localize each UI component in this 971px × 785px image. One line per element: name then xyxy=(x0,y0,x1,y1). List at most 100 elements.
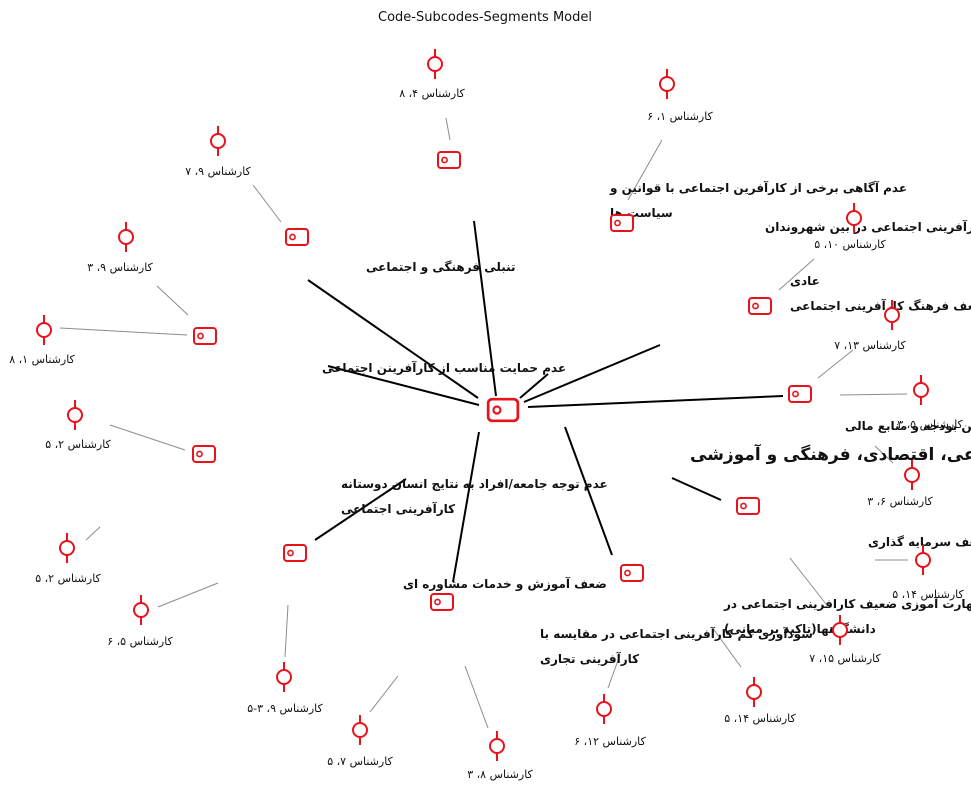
subcode-label: ضعف فرهنگ کارآفرینی اجتماعی xyxy=(790,298,971,313)
segment-pin-icon xyxy=(118,222,134,252)
subcode-label: عدم توجه جامعه/افراد به نتایج انسان دوست… xyxy=(341,477,608,492)
segment-pin-icon xyxy=(67,400,83,430)
subcode-label: عدم حمایت مناسب از کارآفرینن اجتماعی xyxy=(322,360,566,376)
subcode[interactable]: تامین بودجه و منابع مالی xyxy=(788,385,971,434)
segment-label: کارشناس ۲، ۵ xyxy=(45,438,111,451)
segment-connector-line xyxy=(59,327,188,336)
subcode-label: ضعف آموزش و خدمات مشاوره ای xyxy=(403,576,607,592)
segment-connector-line xyxy=(284,604,289,658)
segment-label: کارشناس ۲، ۵ xyxy=(35,572,101,585)
segment[interactable]: کارشناس ۱۵، ۷ xyxy=(809,615,882,665)
subcode[interactable]: ضعف آموزش و خدمات مشاوره ای xyxy=(283,544,607,592)
segment-connector-line xyxy=(109,424,186,451)
segment-connector-line xyxy=(369,675,399,713)
segment[interactable]: کارشناس ۸، ۳ xyxy=(467,731,534,781)
code-connector-line xyxy=(473,220,497,397)
segment-label: کارشناس ۹، ۳ xyxy=(87,261,153,274)
segment-connector-line xyxy=(252,184,282,223)
segment[interactable]: کارشناس ۱۲، ۶ xyxy=(574,694,647,748)
code-tag-icon xyxy=(748,297,772,315)
segment-label: کارشناس ۱۳، ۷ xyxy=(834,339,906,352)
segment-pin-icon xyxy=(352,715,368,745)
segment-connector-lines xyxy=(59,117,908,729)
subcode[interactable]: عدم توجه جامعه/افراد به نتایج انسان دوست… xyxy=(192,445,608,516)
code-tag-icon xyxy=(193,327,217,345)
segment[interactable]: کارشناس ۷، ۵ xyxy=(327,715,394,768)
diagram-title: Code-Subcodes-Segments Model xyxy=(378,10,592,25)
subcode-label: کمبود سرمایه اولیه و ضعف سرمایه گذاری xyxy=(868,535,971,550)
segment-pin-icon xyxy=(59,533,75,563)
segment-label: کارشناس ۸، ۳ xyxy=(467,768,533,781)
code-connector-line xyxy=(671,477,722,501)
subcode[interactable]: عدم حمایت مناسب از کارآفرینن اجتماعی xyxy=(193,327,566,376)
segment[interactable]: کارشناس ۲، ۵ xyxy=(45,400,112,451)
segment-connector-line xyxy=(874,445,894,464)
subcode-label: سودآوری کم کارآفرینی اجتماعی در مقایسه ب… xyxy=(540,626,813,642)
segment[interactable]: کارشناس ۹، ۳ xyxy=(87,222,154,274)
segment-pin-icon xyxy=(884,300,900,330)
segment-label: کارشناس ۹، ۷ xyxy=(185,165,251,178)
subcode-label: کارآفرینی اجتماعی xyxy=(341,501,455,516)
root-code[interactable]: آگاهی اجتماعی، اقتصادی، فرهنگی و آموزشی xyxy=(486,397,971,465)
segment-pin-icon xyxy=(913,375,929,405)
code-connector-line xyxy=(452,431,480,583)
segment-pin-icon xyxy=(832,615,848,645)
segment[interactable]: کارشناس ۵، ۶ xyxy=(107,595,174,648)
subcode[interactable]: ناشناخته بودن کارآفرینی اجتماعی در بین ش… xyxy=(610,214,971,235)
code-tag-icon xyxy=(610,214,634,232)
segment-label: کارشناس ۱۲، ۶ xyxy=(574,735,646,748)
code-tag-icon xyxy=(283,544,307,562)
segment-pin-icon xyxy=(276,662,292,692)
segment[interactable]: کارشناس ۴، ۸ xyxy=(399,49,466,100)
segment-label: کارشناس ۷، ۵ xyxy=(327,755,393,768)
subcode[interactable]: عادی ضعف فرهنگ کارآفرینی اجتماعی xyxy=(748,274,971,315)
segment[interactable]: کارشناس ۱، ۶ xyxy=(647,69,714,123)
segment-label: کارشناس ۱، ۶ xyxy=(647,110,713,123)
subcode-label: تامین بودجه و منابع مالی xyxy=(845,419,971,434)
segment-connector-line xyxy=(607,654,621,689)
code-connector-line xyxy=(527,395,784,408)
segment-connector-line xyxy=(789,557,827,605)
code-tag-icon xyxy=(437,151,461,169)
segment-pin-icon xyxy=(427,49,443,79)
segment-connector-line xyxy=(464,665,489,729)
segment-pin-icon xyxy=(210,126,226,156)
segment-label: کارشناس ۱۵، ۷ xyxy=(809,652,881,665)
segment[interactable]: کارشناس ۱۴، ۵ xyxy=(892,545,965,601)
segment-label: کارشناس ۱۴، ۵ xyxy=(724,712,796,725)
segments: کارشناس ۴، ۸ کارشناس ۱، ۶ کارشناس ۱۰، ۵ کار… xyxy=(9,49,965,781)
segment-connector-line xyxy=(778,258,815,291)
segment-label: کارشناس ۹، ۳-۵ xyxy=(247,702,323,715)
segment-label: کارشناس ۴، ۸ xyxy=(399,87,465,100)
subcodes: عدم آگاهی برخی از کارآفرین اجتماعی با قو… xyxy=(192,151,971,666)
segment[interactable]: کارشناس ۲، ۵ xyxy=(35,533,102,585)
subcode[interactable]: کمبود سرمایه اولیه و ضعف سرمایه گذاری xyxy=(736,497,971,550)
segment-label: کارشناس ۶، ۳ xyxy=(867,495,933,508)
segment[interactable]: کارشناس ۹، ۳-۵ xyxy=(247,662,324,715)
segment[interactable]: کارشناس ۱، ۸ xyxy=(9,315,76,366)
code-tag-icon xyxy=(430,593,454,611)
segment-pin-icon xyxy=(904,460,920,490)
segment[interactable]: کارشناس ۱۰، ۵ xyxy=(814,203,887,251)
code-connector-line xyxy=(327,365,480,406)
subcode[interactable]: عدم آگاهی برخی از کارآفرین اجتماعی با قو… xyxy=(437,151,907,220)
segment[interactable]: کارشناس ۱۳، ۷ xyxy=(834,300,907,352)
code-tag-icon xyxy=(620,564,644,582)
segment[interactable]: کارشناس ۵، ۳ xyxy=(897,375,964,431)
segment[interactable]: کارشناس ۱۴، ۵ xyxy=(724,677,797,725)
segment-pin-icon xyxy=(915,545,931,575)
segment-pin-icon xyxy=(659,69,675,99)
code-tag-icon xyxy=(736,497,760,515)
segment[interactable]: کارشناس ۹، ۷ xyxy=(185,126,252,178)
subcode-label: عادی xyxy=(790,274,820,288)
segment-label: کارشناس ۵، ۶ xyxy=(107,635,173,648)
code-connector-line xyxy=(564,426,613,556)
subcode[interactable]: تنبلی فرهنگی و اجتماعی xyxy=(285,228,516,275)
subcode-label: عدم آگاهی برخی از کارآفرین اجتماعی با قو… xyxy=(609,180,907,196)
subcode[interactable]: سودآوری کم کارآفرینی اجتماعی در مقایسه ب… xyxy=(430,593,813,666)
segment-connector-line xyxy=(839,393,908,396)
segment-label: کارشناس ۵، ۳ xyxy=(897,418,963,431)
segment[interactable]: کارشناس ۶، ۳ xyxy=(867,460,934,508)
segment-label: کارشناس ۱، ۸ xyxy=(9,353,75,366)
code-tag-icon xyxy=(788,385,812,403)
